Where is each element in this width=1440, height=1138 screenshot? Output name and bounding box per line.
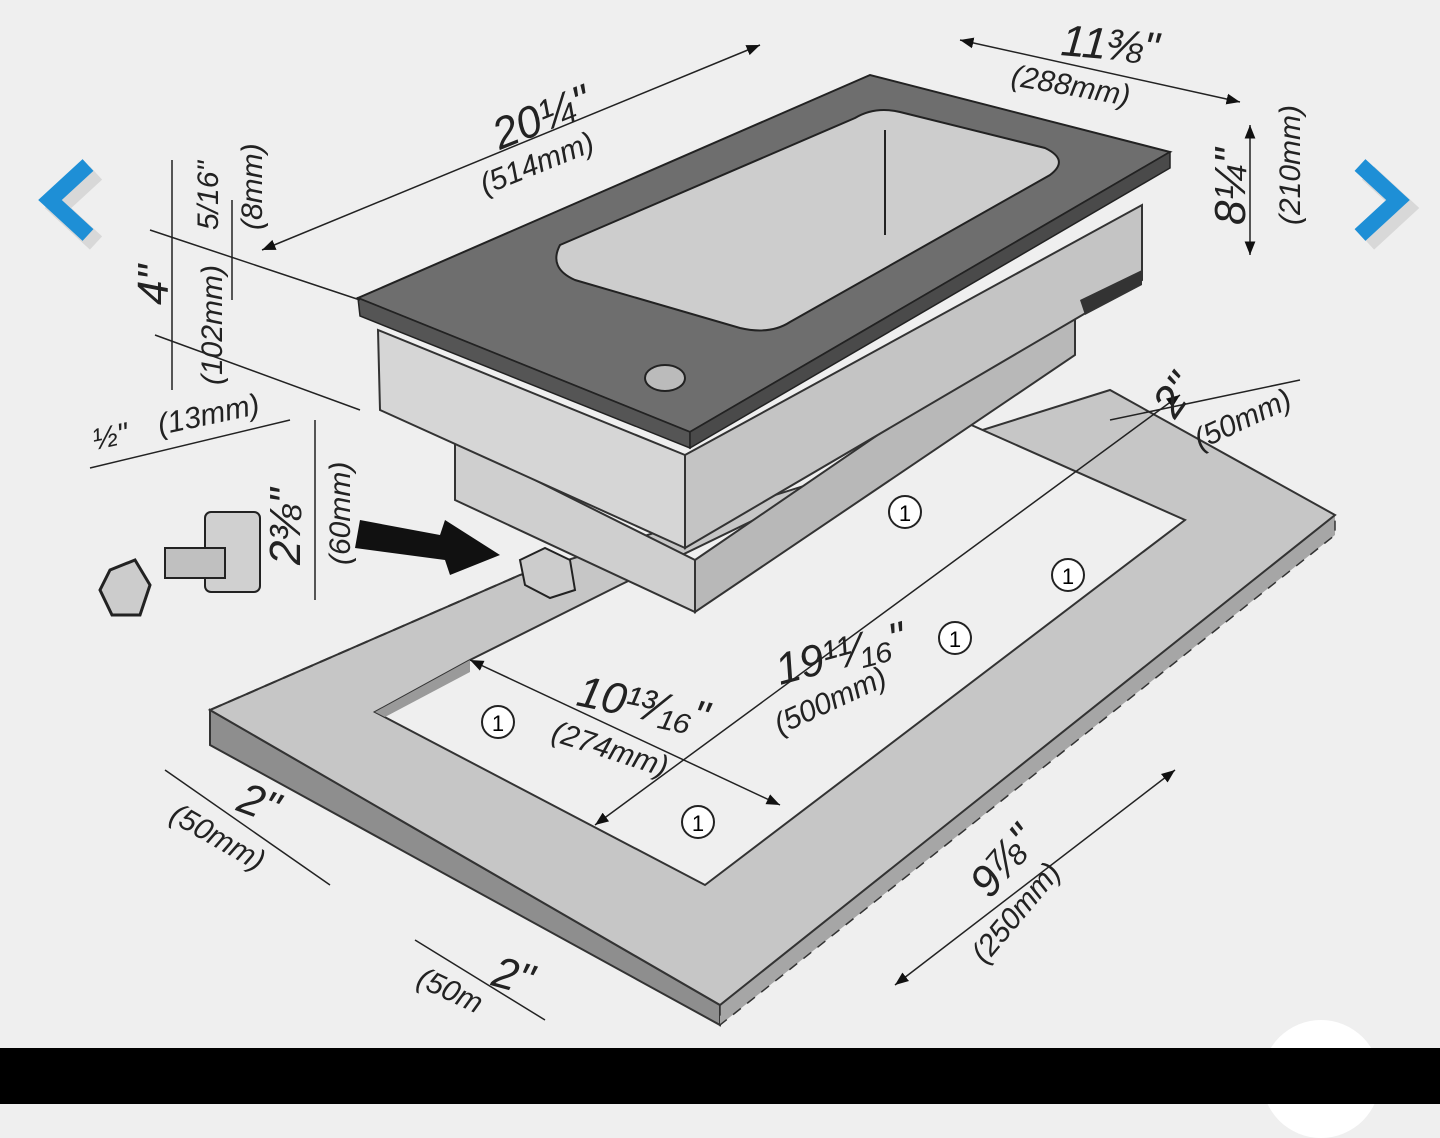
depth-mm: (210mm) bbox=[1274, 105, 1307, 225]
chevron-left-icon bbox=[38, 159, 103, 250]
height-mm: (102mm) bbox=[196, 265, 229, 385]
gas-offset-in: ½" bbox=[90, 417, 133, 457]
side-clearance-in: 2" bbox=[486, 947, 541, 1006]
width-in: 11⅜" bbox=[1059, 16, 1163, 74]
svg-text:1: 1 bbox=[492, 711, 504, 736]
bracket-marker: 1 bbox=[938, 621, 972, 655]
previous-image-button[interactable] bbox=[20, 140, 110, 260]
bottom-navigation-bar bbox=[0, 1048, 1440, 1104]
glass-mm: (8mm) bbox=[236, 143, 269, 230]
gas-height-in: 2⅜" bbox=[261, 486, 310, 566]
bracket-markers: 1 1 1 1 1 bbox=[481, 495, 1085, 839]
next-image-button[interactable] bbox=[1335, 140, 1425, 260]
svg-text:1: 1 bbox=[949, 627, 961, 652]
chevron-right-icon bbox=[1354, 159, 1420, 250]
glass-in: 5/16" bbox=[192, 160, 225, 230]
bracket-marker: 1 bbox=[888, 495, 922, 529]
control-knob-icon bbox=[644, 364, 686, 392]
image-viewer: 1 1 1 1 1 20¼" (514mm) 11⅜" (288mm) 8¼" … bbox=[20, 16, 1425, 1138]
depth-in: 8¼" bbox=[1206, 146, 1255, 225]
svg-text:1: 1 bbox=[692, 811, 704, 836]
bracket-marker: 1 bbox=[681, 805, 715, 839]
svg-text:1: 1 bbox=[899, 501, 911, 526]
bracket-marker: 1 bbox=[481, 705, 515, 739]
height-in: 4" bbox=[129, 263, 178, 305]
arrow-pointer-icon bbox=[355, 520, 500, 575]
dimension-lines bbox=[89, 37, 1301, 1021]
side-clearance-mm: (50m bbox=[412, 961, 488, 1020]
installation-diagram: 1 1 1 1 1 20¼" (514mm) 11⅜" (288mm) 8¼" … bbox=[89, 16, 1337, 1027]
svg-text:1: 1 bbox=[1062, 564, 1074, 589]
bracket-marker: 1 bbox=[1051, 558, 1085, 592]
gas-height-mm: (60mm) bbox=[324, 462, 357, 565]
gas-valve-icon bbox=[98, 511, 577, 617]
gas-offset-mm: (13mm) bbox=[155, 388, 263, 442]
